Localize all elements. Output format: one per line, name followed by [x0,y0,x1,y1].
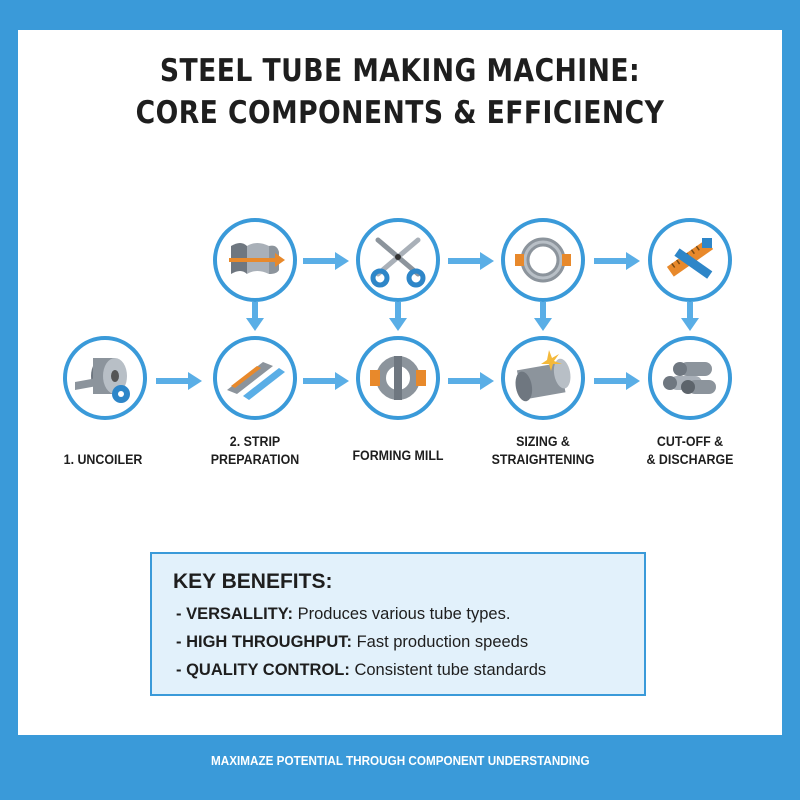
step-label-forming-mill: FORMING MILL [352,448,444,463]
flow-arrow-right [303,252,349,270]
flow-arrow-down [389,302,407,331]
flow-arrow-right [303,372,349,390]
step-label-sizing-straightening: SIZING & STRAIGHTENING [491,434,595,467]
key-benefits-box: KEY BENEFITS: - VERSALLITY: Produces var… [150,552,646,696]
flow-arrow-right [156,372,202,390]
flow-arrow-right [594,252,640,270]
steel-coil-gear-icon [63,336,147,420]
flow-arrow-right [448,252,494,270]
flow-arrow-down [246,302,264,331]
flow-arrow-right [594,372,640,390]
steel-strip-icon [213,336,297,420]
benefit-item: - VERSALLITY: Produces various tube type… [176,605,511,623]
bent-sheet-arrow-icon [213,218,297,302]
ruler-saw-icon [648,218,732,302]
clamp-ring-icon [501,218,585,302]
benefits-heading: KEY BENEFITS: [173,570,333,593]
benefit-item: - HIGH THROUGHPUT: Fast production speed… [176,633,529,651]
title-line-2: CORE COMPONENTS & EFFICIENCY [135,95,665,131]
step-label-uncoiler: 1. UNCOILER [63,452,143,467]
flow-arrow-down [534,302,552,331]
shears-icon [356,218,440,302]
tube-bundle-icon [648,336,732,420]
forming-rollers-icon [356,336,440,420]
page-title: STEEL TUBE MAKING MACHINE: CORE COMPONEN… [0,50,800,134]
footer-tagline: MAXIMAZE POTENTIAL THROUGH COMPONENT UND… [210,753,590,768]
flow-arrow-right [448,372,494,390]
step-label-strip-preparation: 2. STRIP PREPARATION [210,434,300,467]
welded-tube-icon [501,336,585,420]
flow-arrow-down [681,302,699,331]
title-line-1: STEEL TUBE MAKING MACHINE: [159,53,641,89]
step-label-cutoff-discharge: CUT-OFF & & DISCHARGE [646,434,734,467]
benefit-item: - QUALITY CONTROL: Consistent tube stand… [176,661,547,679]
